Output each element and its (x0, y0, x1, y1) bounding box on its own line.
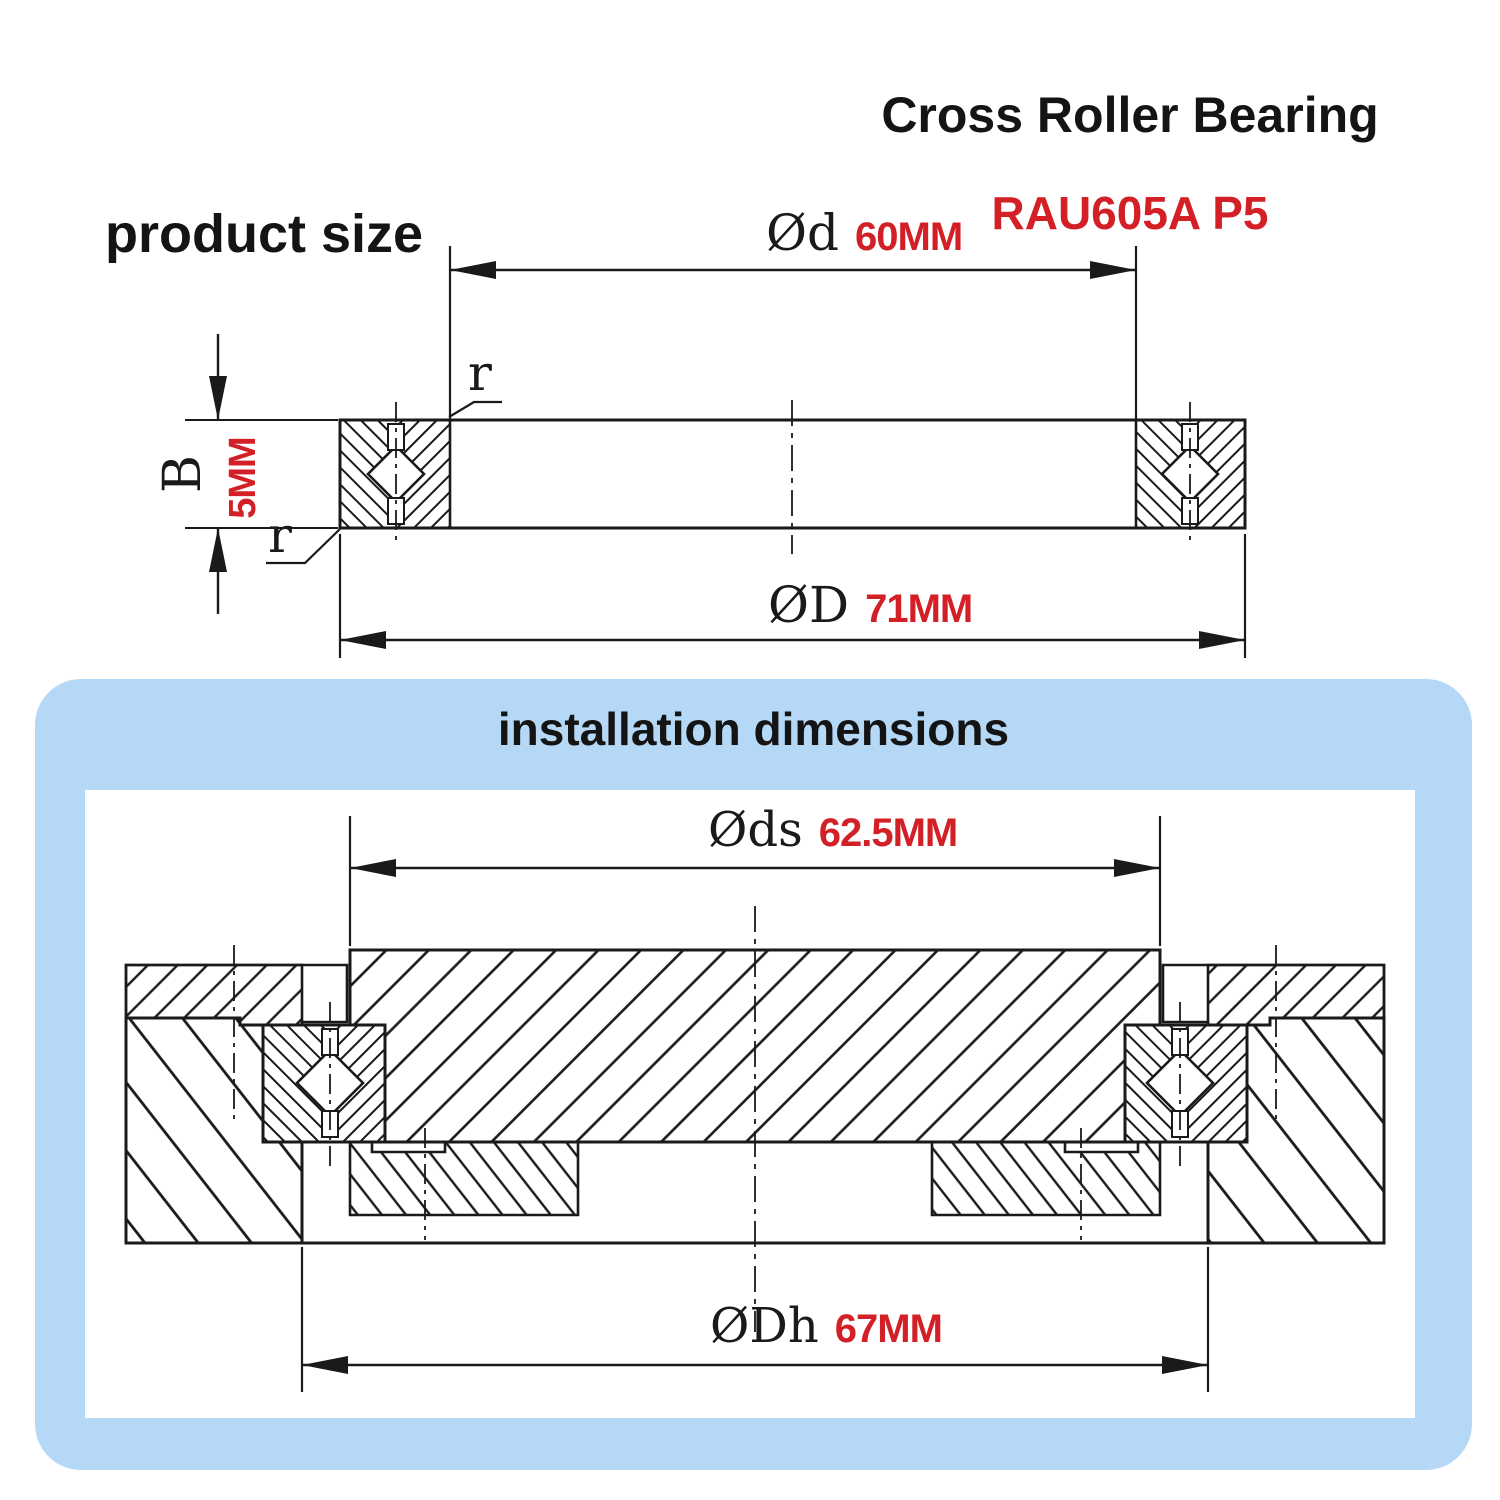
outer-diameter-dim-text: ØD 71MM (768, 576, 973, 634)
inner-diameter-dim-text: Ød 60MM (766, 204, 963, 262)
inner-diameter-label: Ød (766, 204, 839, 262)
width-dim-value: 5MM (221, 408, 264, 548)
fillet-label-bottom: r (268, 506, 292, 564)
dimension-outer-diameter (338, 534, 1247, 658)
shaft-seat-value: 62.5MM (818, 811, 958, 855)
left-housing-clamp (124, 963, 304, 1027)
product-cross-section (185, 246, 1247, 658)
right-installed-bearing (1123, 1002, 1249, 1168)
left-lower-spacer (348, 1140, 580, 1217)
installation-title: installation dimensions (497, 703, 1010, 755)
fillet-label-top: r (468, 344, 492, 402)
housing-bore-dim-text: ØDh 67MM (710, 1298, 943, 1354)
page-title: Cross Roller Bearing (881, 87, 1379, 143)
shaft-seat-dim-text: Øds 62.5MM (708, 802, 958, 858)
width-dim-label: B (148, 439, 218, 509)
product-size-label: product size (105, 204, 424, 264)
housing-bore-value: 67MM (834, 1307, 943, 1351)
fillet-leader-bottom (266, 528, 341, 565)
right-lower-spacer (930, 1140, 1162, 1217)
left-installed-bearing (261, 1002, 387, 1168)
installation-cross-section (124, 816, 1386, 1392)
product-model: RAU605A P5 (991, 187, 1269, 239)
housing-bore-label: ØDh (710, 1298, 819, 1354)
shaft-seat-label: Øds (708, 802, 803, 858)
dimension-housing-bore (300, 1247, 1210, 1392)
outer-diameter-value: 71MM (865, 587, 973, 631)
outer-diameter-label: ØD (768, 576, 850, 634)
fillet-leader-top (448, 400, 502, 418)
inner-diameter-value: 60MM (855, 215, 963, 259)
width-value-text: 5MM (221, 437, 264, 519)
right-housing-clamp (1206, 963, 1386, 1027)
dimension-shaft-seat (348, 816, 1162, 946)
dimension-inner-diameter (448, 246, 1138, 420)
dimension-width (185, 334, 338, 614)
width-label-text: B (153, 454, 213, 494)
